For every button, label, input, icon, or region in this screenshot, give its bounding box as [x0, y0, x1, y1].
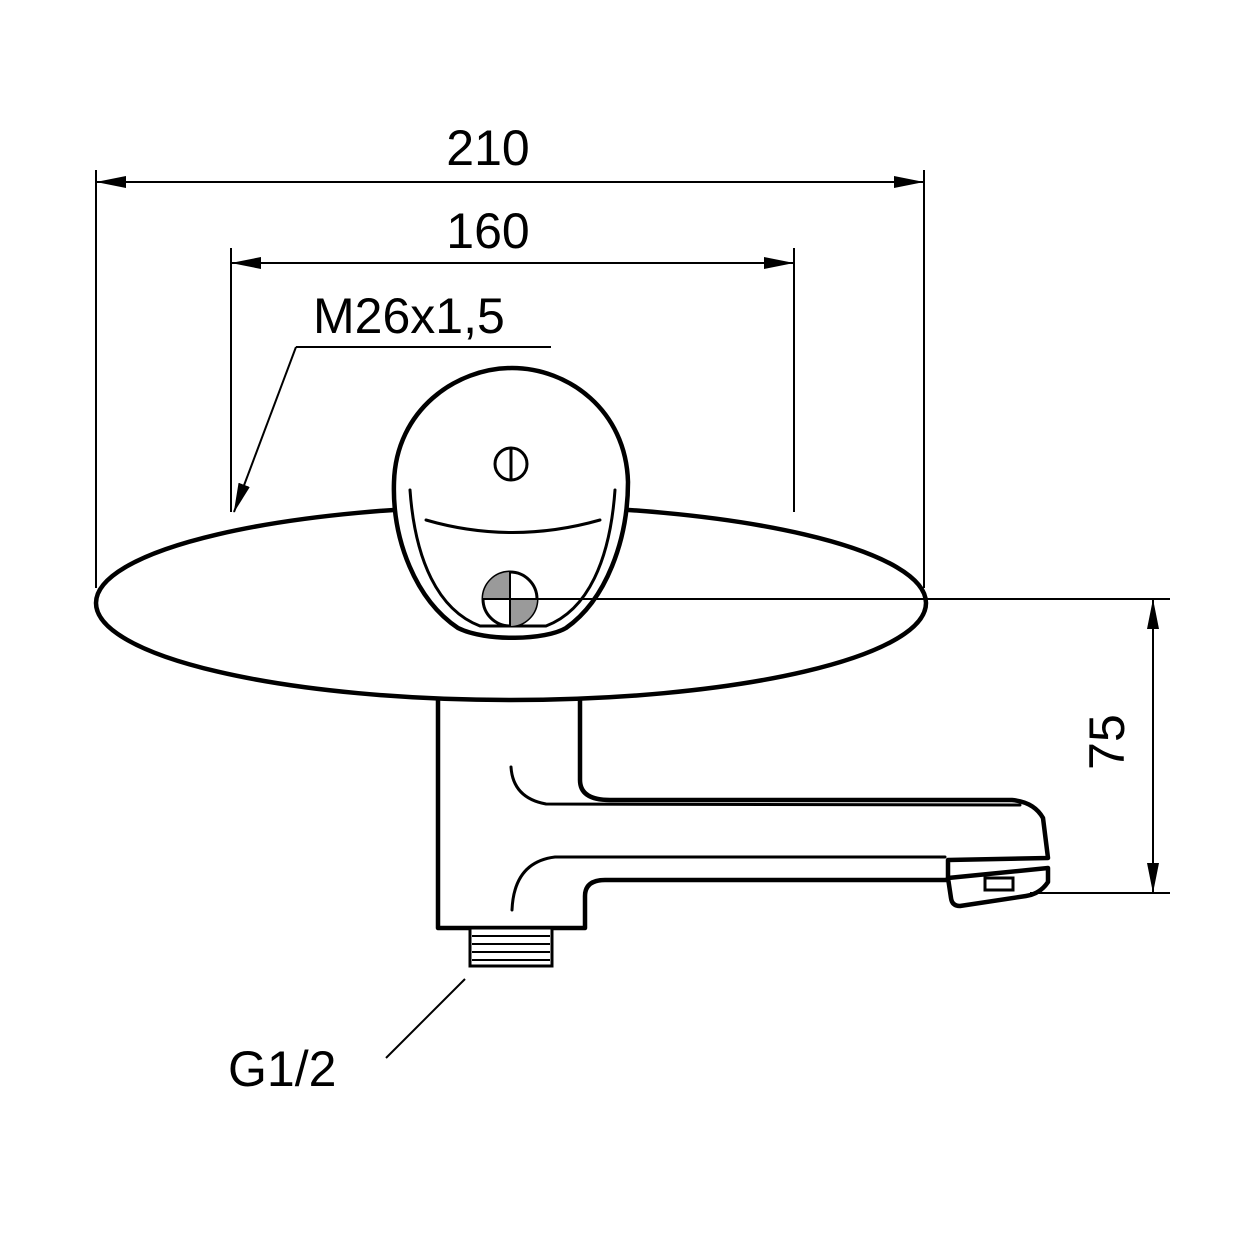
spout-height-dimension: 75 — [537, 598, 1170, 894]
label-thread: M26x1,5 — [313, 288, 505, 344]
label-inlet-thread: G1/2 — [228, 1041, 336, 1097]
thread-callout: M26x1,5 — [233, 288, 551, 513]
label-75: 75 — [1079, 714, 1135, 770]
lever-handle — [391, 365, 631, 640]
handle-grip-line — [424, 518, 602, 534]
spout — [435, 689, 1051, 931]
inlet-leader — [385, 978, 466, 1059]
temperature-indicator-icon — [481, 570, 539, 628]
overall-width-dimension: 210 — [95, 120, 925, 588]
aerator-slot — [983, 876, 1015, 892]
handle-cap — [391, 365, 631, 640]
inlet-thread: G1/2 — [228, 926, 554, 1097]
label-160: 160 — [446, 203, 529, 259]
spout-upper-contour — [509, 765, 1022, 807]
handle-spacing-dimension: 160 — [230, 203, 795, 512]
aerator — [945, 865, 1051, 909]
spout-lower-contour — [510, 855, 947, 912]
label-210: 210 — [446, 120, 529, 176]
callout-leader — [233, 346, 297, 513]
spout-body — [435, 689, 1051, 931]
